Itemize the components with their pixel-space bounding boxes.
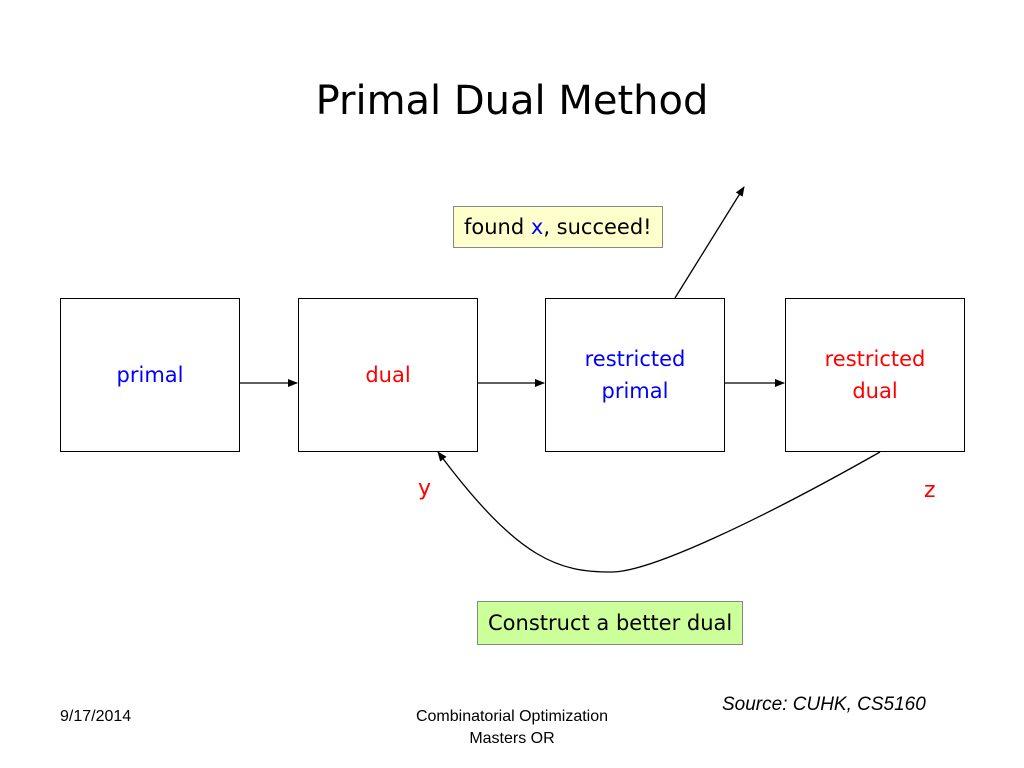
slide-title: Primal Dual Method — [315, 78, 709, 124]
footer-course: Combinatorial Optimization Masters OR — [362, 706, 662, 750]
box-restricted-primal-line1: restricted — [584, 347, 686, 371]
box-dual-label: dual — [365, 363, 411, 387]
footer-date: 9/17/2014 — [60, 708, 132, 725]
source-credit: Source: CUHK, CS5160 — [722, 694, 926, 715]
box-restricted-dual-line2: dual — [852, 379, 898, 403]
arrow-succeed-exit — [674, 186, 745, 299]
box-dual: dual — [298, 298, 478, 452]
box-restricted-dual: restricted dual — [785, 298, 965, 452]
found-x-callout: found x, succeed! — [453, 206, 663, 248]
construct-better-dual-callout: Construct a better dual — [477, 601, 744, 645]
arrow-feedback-curve — [437, 451, 881, 573]
box-primal: primal — [60, 298, 240, 452]
box-restricted-primal: restricted primal — [545, 298, 725, 452]
box-restricted-primal-line2: primal — [601, 379, 669, 403]
box-restricted-dual-line1: restricted — [824, 347, 926, 371]
variable-y-label: y — [418, 476, 432, 501]
found-suffix: , succeed! — [543, 215, 652, 239]
found-prefix: found — [464, 215, 531, 239]
box-primal-label: primal — [116, 363, 184, 387]
footer-course-line2: Masters OR — [469, 730, 555, 747]
variable-z-label: z — [924, 478, 936, 503]
found-variable-x: x — [530, 215, 544, 239]
footer-course-line1: Combinatorial Optimization — [415, 708, 609, 725]
